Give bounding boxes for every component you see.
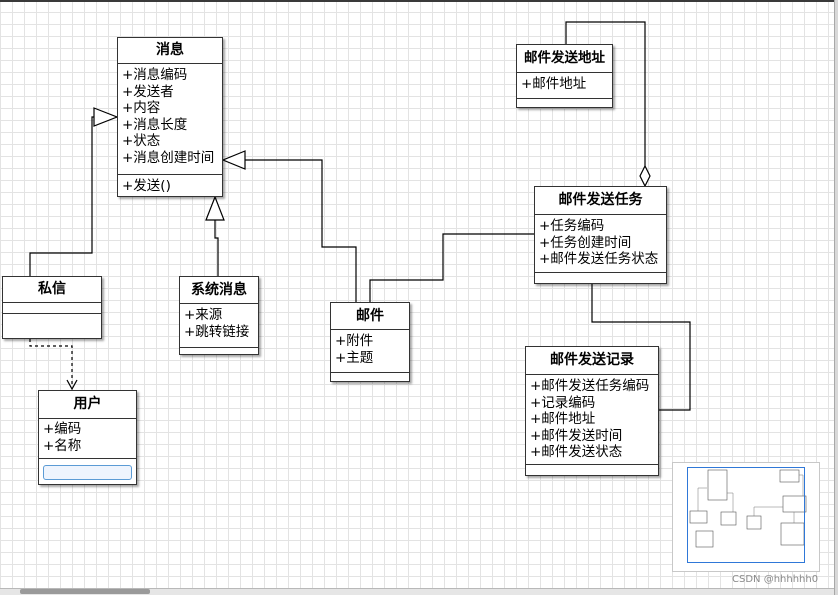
attribute: +邮件发送状态 — [530, 444, 623, 460]
class-mail-record[interactable]: 邮件发送记录 +邮件发送任务编码 +记录编码 +邮件地址 +邮件发送时间 +邮件… — [525, 346, 659, 476]
attribute: +消息编码 — [122, 67, 188, 83]
class-user-attributes: +编码 +名称 — [39, 419, 136, 459]
class-private-message-attributes — [3, 303, 101, 314]
attribute: +编码 — [43, 421, 82, 437]
attribute: +发送者 — [122, 83, 174, 100]
class-system-message-title: 系统消息 — [180, 277, 258, 304]
class-mail-title: 邮件 — [331, 303, 409, 330]
generalization-mail — [245, 159, 357, 302]
class-private-message-title: 私信 — [3, 277, 101, 303]
attribute: +邮件发送时间 — [530, 427, 623, 444]
user-operations-edit-field[interactable] — [43, 465, 132, 480]
vertical-scrollbar[interactable] — [834, 0, 838, 595]
attribute: +邮件地址 — [530, 411, 596, 427]
attribute: +邮件地址 — [521, 76, 587, 92]
class-private-message-operations — [3, 314, 101, 338]
outline-minimap[interactable] — [672, 462, 820, 572]
class-mail-attributes: +附件 +主题 — [331, 330, 409, 373]
class-system-message-attributes: +来源 +跳转链接 — [180, 304, 258, 348]
generalization-system-message — [214, 220, 219, 276]
canvas-top-border — [0, 0, 838, 2]
watermark-text: CSDN @hhhhhh0 — [732, 574, 819, 585]
minimap-diagram-thumbnail — [689, 469, 807, 548]
aggregation-diamond — [639, 164, 651, 188]
attribute: +跳转链接 — [184, 323, 250, 340]
class-mail-record-title: 邮件发送记录 — [526, 347, 658, 375]
attribute: +内容 — [122, 100, 161, 116]
attribute: +名称 — [43, 437, 82, 454]
class-message-title: 消息 — [118, 38, 222, 64]
class-system-message[interactable]: 系统消息 +来源 +跳转链接 — [179, 276, 259, 355]
attribute: +任务编码 — [539, 218, 605, 234]
attribute: +记录编码 — [530, 394, 596, 411]
operation: +发送() — [122, 178, 171, 194]
class-message-operations: +发送() — [118, 175, 222, 198]
class-mail-address-title: 邮件发送地址 — [517, 45, 612, 73]
association-task-record — [591, 284, 691, 411]
class-mail-address[interactable]: 邮件发送地址 +邮件地址 — [516, 44, 613, 108]
class-user-title: 用户 — [39, 391, 136, 419]
horizontal-scrollbar[interactable] — [0, 588, 834, 595]
attribute: +主题 — [335, 349, 374, 366]
class-user[interactable]: 用户 +编码 +名称 — [38, 390, 137, 485]
class-private-message[interactable]: 私信 — [2, 276, 102, 339]
attribute: +消息创建时间 — [122, 149, 215, 166]
attribute: +来源 — [184, 307, 223, 323]
attribute: +任务创建时间 — [539, 234, 632, 251]
horizontal-scrollbar-thumb[interactable] — [20, 589, 150, 594]
class-mail-task-title: 邮件发送任务 — [535, 187, 666, 215]
class-mail-task-attributes: +任务编码 +任务创建时间 +邮件发送任务状态 — [535, 215, 666, 273]
attribute: +消息长度 — [122, 116, 188, 133]
attribute: +邮件发送任务状态 — [539, 251, 659, 267]
minimap-viewport[interactable] — [687, 467, 805, 563]
attribute: +邮件发送任务编码 — [530, 378, 650, 394]
dependency-private-user — [29, 339, 73, 386]
class-message-attributes: +消息编码 +发送者 +内容 +消息长度 +状态 +消息创建时间 — [118, 64, 222, 175]
class-message[interactable]: 消息 +消息编码 +发送者 +内容 +消息长度 +状态 +消息创建时间 +发送(… — [117, 37, 223, 197]
association-mail-task — [369, 233, 534, 302]
class-mail-task[interactable]: 邮件发送任务 +任务编码 +任务创建时间 +邮件发送任务状态 — [534, 186, 667, 284]
attribute: +状态 — [122, 133, 161, 149]
dependency-arrowhead — [66, 379, 78, 391]
generalization-private-message — [29, 116, 117, 276]
class-mail-address-attributes: +邮件地址 — [517, 73, 612, 99]
generalization-arrowhead-private — [93, 107, 119, 127]
generalization-arrowhead-mail — [221, 150, 246, 170]
class-mail-record-attributes: +邮件发送任务编码 +记录编码 +邮件地址 +邮件发送时间 +邮件发送状态 — [526, 375, 658, 465]
generalization-arrowhead-system — [205, 195, 225, 221]
aggregation-task-address — [565, 21, 646, 166]
attribute: +附件 — [335, 333, 374, 349]
class-mail[interactable]: 邮件 +附件 +主题 — [330, 302, 410, 382]
